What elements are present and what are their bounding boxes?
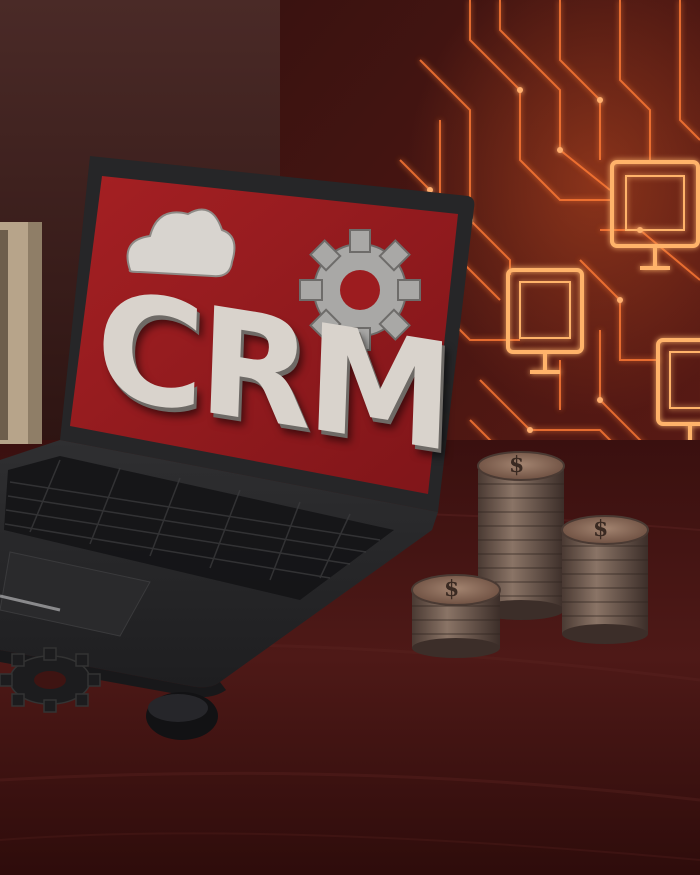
book-stack xyxy=(0,222,42,444)
cloud-icon xyxy=(126,208,236,278)
coin-stack-short xyxy=(411,574,501,658)
coin-stack-right xyxy=(561,515,649,644)
gear-icon xyxy=(0,647,101,713)
coin-symbol-tall: $ xyxy=(509,452,525,478)
dollar-coin-icon xyxy=(477,451,565,481)
coin-symbol-right: $ xyxy=(593,516,609,542)
gear-icon xyxy=(299,229,421,351)
trackpad xyxy=(0,551,151,637)
dollar-coin-icon xyxy=(411,574,501,606)
dollar-coin-icon xyxy=(561,515,649,545)
monitor-icon xyxy=(610,160,700,270)
keyboard xyxy=(4,456,394,600)
mouse xyxy=(146,692,218,740)
monitor-icon xyxy=(506,268,584,374)
coin-symbol-short: $ xyxy=(444,576,460,602)
